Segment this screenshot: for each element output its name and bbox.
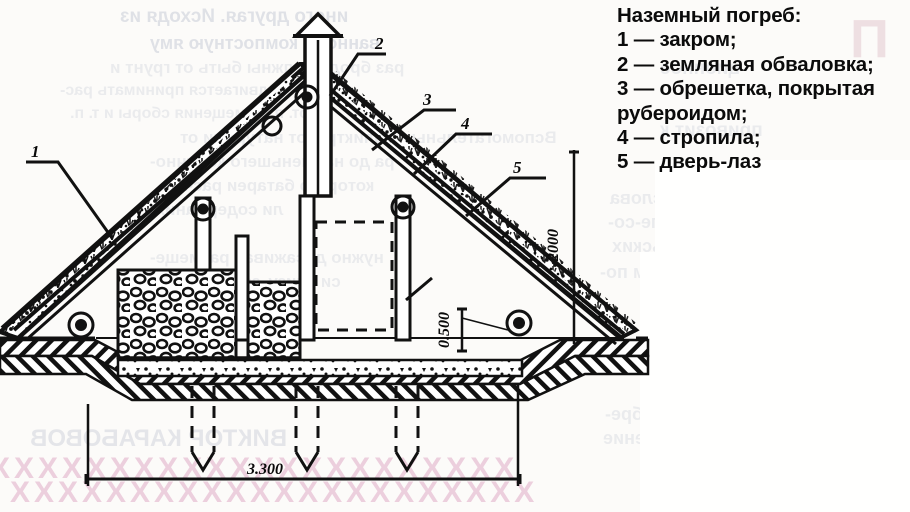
concrete-floor-slab xyxy=(116,358,524,378)
post-center-left xyxy=(234,234,250,342)
legend-block: Наземный погреб: 1 — закром; 2 — земляна… xyxy=(617,4,910,175)
dimension-width-label: 3.300 xyxy=(246,461,283,478)
berm-left-inner-edge xyxy=(18,71,316,339)
callout-leader-4 xyxy=(412,132,492,176)
post-center xyxy=(298,194,316,342)
callout-label-3: 3 xyxy=(422,90,432,109)
legend-item-1: 1 — закром; xyxy=(617,28,737,52)
dim-leader-depth xyxy=(461,317,509,331)
callout-label-4: 4 xyxy=(460,114,470,133)
callout-leader-1 xyxy=(26,160,114,239)
earth-hatch-section-lower xyxy=(0,354,650,402)
berm-left-outer-edge xyxy=(0,61,301,330)
callout-label-1: 1 xyxy=(31,142,40,161)
rafter-right xyxy=(310,72,626,336)
rafter-left xyxy=(12,72,308,332)
berm-right-inner-edge xyxy=(301,73,623,339)
door-hatch-outline xyxy=(314,220,394,332)
legend-item-3: 3 — обрешетка, покрытая xyxy=(617,77,875,101)
callout-leader-3 xyxy=(371,108,456,152)
callout-label-2: 2 xyxy=(374,34,384,53)
callout-leader-2 xyxy=(328,52,386,97)
dimension-height-label: 2000 xyxy=(545,229,562,262)
pile-indicators xyxy=(190,386,420,473)
bolt-connectors xyxy=(67,84,533,339)
vent-cap xyxy=(291,11,345,38)
white-mask-panel xyxy=(655,160,910,260)
dim-ticks-width xyxy=(84,474,522,484)
sheathing-right xyxy=(305,84,617,346)
storage-bin-left xyxy=(116,268,238,360)
pink-decor-band: ХХХХХХХХХХХХХХХХХХХХХХ xyxy=(10,476,539,509)
callout-leader-5 xyxy=(465,176,546,218)
callout-label-5: 5 xyxy=(513,158,522,177)
door-leaf-line xyxy=(405,276,433,302)
legend-item-2: 2 — земляная обваловка; xyxy=(617,52,874,76)
storage-bin-right xyxy=(246,280,302,360)
legend-item-4: 4 — стропила; xyxy=(617,126,761,150)
vent-pipe xyxy=(291,11,345,198)
legend-item-3-cont: рубероидом; xyxy=(617,101,748,125)
legend-title: Наземный погреб: xyxy=(617,4,802,27)
legend-item-5: 5 — дверь-лаз xyxy=(617,150,762,174)
white-mask-panel xyxy=(640,252,910,512)
grass-right xyxy=(317,63,637,333)
dimension-depth-label: 0.500 xyxy=(436,312,453,348)
